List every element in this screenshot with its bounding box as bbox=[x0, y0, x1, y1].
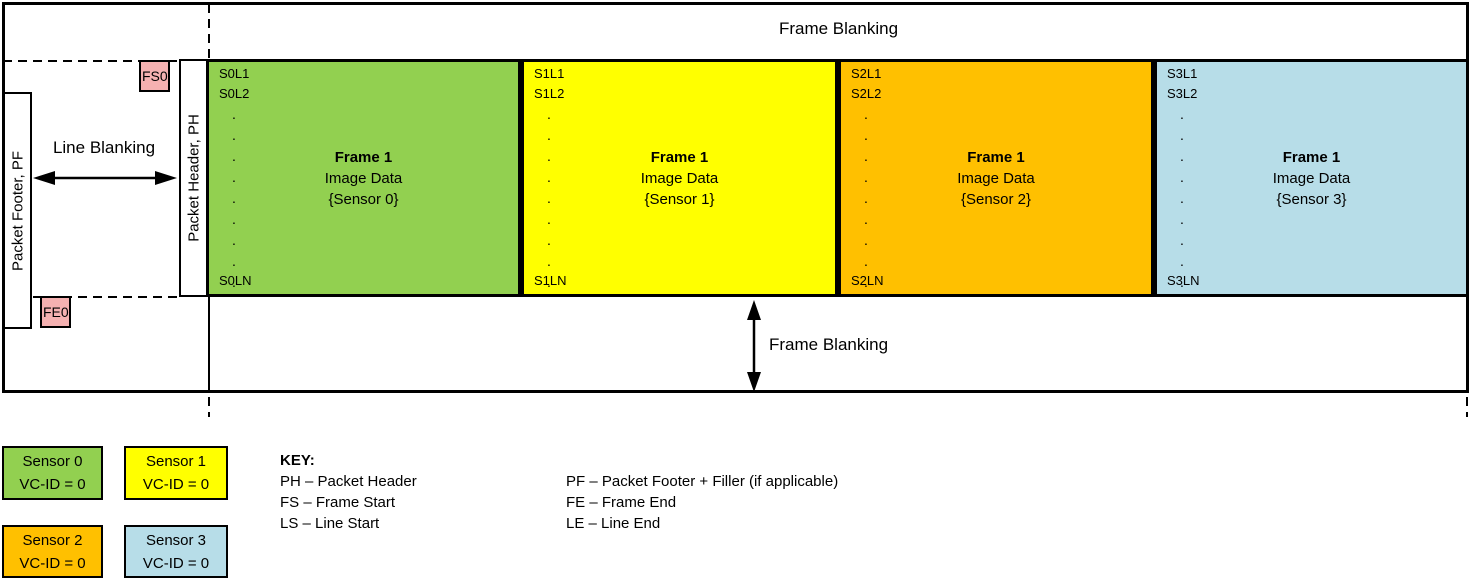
frame-start-dashed-line-horizontal bbox=[3, 60, 179, 62]
frame-sensor: {Sensor 2} bbox=[960, 190, 1032, 208]
frame-title: Frame 1 bbox=[334, 148, 393, 166]
last-line-label: S0LN bbox=[219, 273, 252, 288]
dots-column: . . . . . . . . . bbox=[1180, 106, 1184, 290]
legend-vcid: VC-ID = 0 bbox=[19, 554, 86, 572]
frame-end-badge: FE0 bbox=[40, 296, 71, 328]
packet-footer-box: Packet Footer, PF bbox=[3, 92, 32, 329]
first-line-label: S2L1 bbox=[851, 66, 882, 81]
legend-vcid: VC-ID = 0 bbox=[142, 476, 210, 493]
frame-sensor: {Sensor 1} bbox=[644, 190, 715, 208]
last-line-label: S3LN bbox=[1167, 273, 1200, 288]
second-line-label: S2L2 bbox=[851, 86, 882, 101]
dots-column: . . . . . . . . . bbox=[864, 106, 868, 290]
legend-box-sensor-0: Sensor 0 VC-ID = 0 bbox=[2, 446, 103, 500]
key-right-column: PF – Packet Footer + Filler (if applicab… bbox=[566, 471, 838, 534]
key-entry-le: LE – Line End bbox=[566, 515, 661, 532]
legend-vcid: VC-ID = 0 bbox=[19, 476, 86, 493]
last-line-label: S1LN bbox=[534, 273, 567, 288]
legend-box-sensor-2: Sensor 2 VC-ID = 0 bbox=[2, 525, 103, 578]
second-line-label: S0L2 bbox=[219, 86, 250, 101]
legend-sensor-name: Sensor 3 bbox=[145, 531, 207, 549]
dots-column: . . . . . . . . . bbox=[547, 106, 551, 290]
frame-block-sensor-3: S3L1 S3L2 . . . . . . . . . S3LN Frame 1… bbox=[1154, 59, 1469, 297]
last-line-label: S2LN bbox=[851, 273, 884, 288]
first-line-label: S1L1 bbox=[534, 66, 565, 81]
frame-description: Frame 1 Image Data {Sensor 2} bbox=[841, 62, 1151, 294]
packet-footer-label: Packet Footer, PF bbox=[9, 150, 26, 271]
packet-header-label: Packet Header, PH bbox=[185, 114, 202, 242]
frame-block-sensor-2: S2L1 S2L2 . . . . . . . . . S2LN Frame 1… bbox=[838, 59, 1154, 297]
packet-header-box: Packet Header, PH bbox=[179, 59, 208, 297]
frame-blanking-arrow-icon bbox=[747, 300, 761, 392]
frame-block-sensor-0: S0L1 S0L2 . . . . . . . . . S0LN Frame 1… bbox=[206, 59, 521, 297]
dashed-stub-left bbox=[208, 397, 210, 417]
frame-blanking-bottom-label: Frame Blanking bbox=[769, 335, 889, 354]
first-line-label: S3L1 bbox=[1167, 66, 1198, 81]
frame-sensor: {Sensor 3} bbox=[1276, 190, 1347, 208]
key-entry-pf: PF – Packet Footer + Filler (if applicab… bbox=[566, 473, 839, 490]
legend-box-sensor-3: Sensor 3 VC-ID = 0 bbox=[124, 525, 228, 578]
frame-start-dashed-line-vertical bbox=[208, 4, 210, 60]
frame-sensor: {Sensor 0} bbox=[328, 190, 399, 208]
frame-description: Frame 1 Image Data {Sensor 3} bbox=[1157, 62, 1466, 294]
dashed-stub-right bbox=[1466, 397, 1468, 417]
frame-subtitle: Image Data bbox=[640, 169, 719, 187]
legend-sensor-name: Sensor 1 bbox=[145, 453, 207, 470]
line-blanking-label: Line Blanking bbox=[52, 138, 156, 157]
key-entry-fe: FE – Frame End bbox=[566, 494, 677, 511]
line-blanking-arrow-icon bbox=[33, 171, 177, 185]
frame-end-solid-divider bbox=[208, 297, 210, 391]
frame-block-sensor-1: S1L1 S1L2 . . . . . . . . . S1LN Frame 1… bbox=[521, 59, 838, 297]
legend-box-sensor-1: Sensor 1 VC-ID = 0 bbox=[124, 446, 228, 500]
frame-subtitle: Image Data bbox=[957, 169, 1035, 187]
frame-subtitle: Image Data bbox=[1272, 169, 1351, 187]
frame-subtitle: Image Data bbox=[324, 169, 403, 187]
first-line-label: S0L1 bbox=[219, 66, 250, 81]
key-title: KEY: bbox=[280, 452, 315, 469]
second-line-label: S1L2 bbox=[534, 86, 565, 101]
dots-column: . . . . . . . . . bbox=[232, 106, 236, 290]
legend-sensor-name: Sensor 0 bbox=[22, 453, 83, 470]
frame-title: Frame 1 bbox=[1282, 148, 1341, 166]
frame-description: Frame 1 Image Data {Sensor 0} bbox=[209, 62, 518, 294]
frame-start-badge: FS0 bbox=[139, 60, 170, 92]
frame-description: Frame 1 Image Data {Sensor 1} bbox=[524, 62, 835, 294]
frame-blanking-top-label: Frame Blanking bbox=[778, 19, 899, 38]
frame-title: Frame 1 bbox=[967, 148, 1025, 166]
key-left-column: KEY: PH – Packet Header FS – Frame Start… bbox=[280, 450, 417, 534]
frame-title: Frame 1 bbox=[650, 148, 709, 166]
frame-end-dashed-line-horizontal bbox=[3, 296, 179, 298]
legend-sensor-name: Sensor 2 bbox=[22, 531, 83, 549]
key-entry-ls: LS – Line Start bbox=[280, 515, 380, 532]
key-entry-fs: FS – Frame Start bbox=[280, 494, 396, 511]
second-line-label: S3L2 bbox=[1167, 86, 1198, 101]
key-entry-ph: PH – Packet Header bbox=[280, 473, 417, 490]
legend-vcid: VC-ID = 0 bbox=[142, 554, 210, 572]
